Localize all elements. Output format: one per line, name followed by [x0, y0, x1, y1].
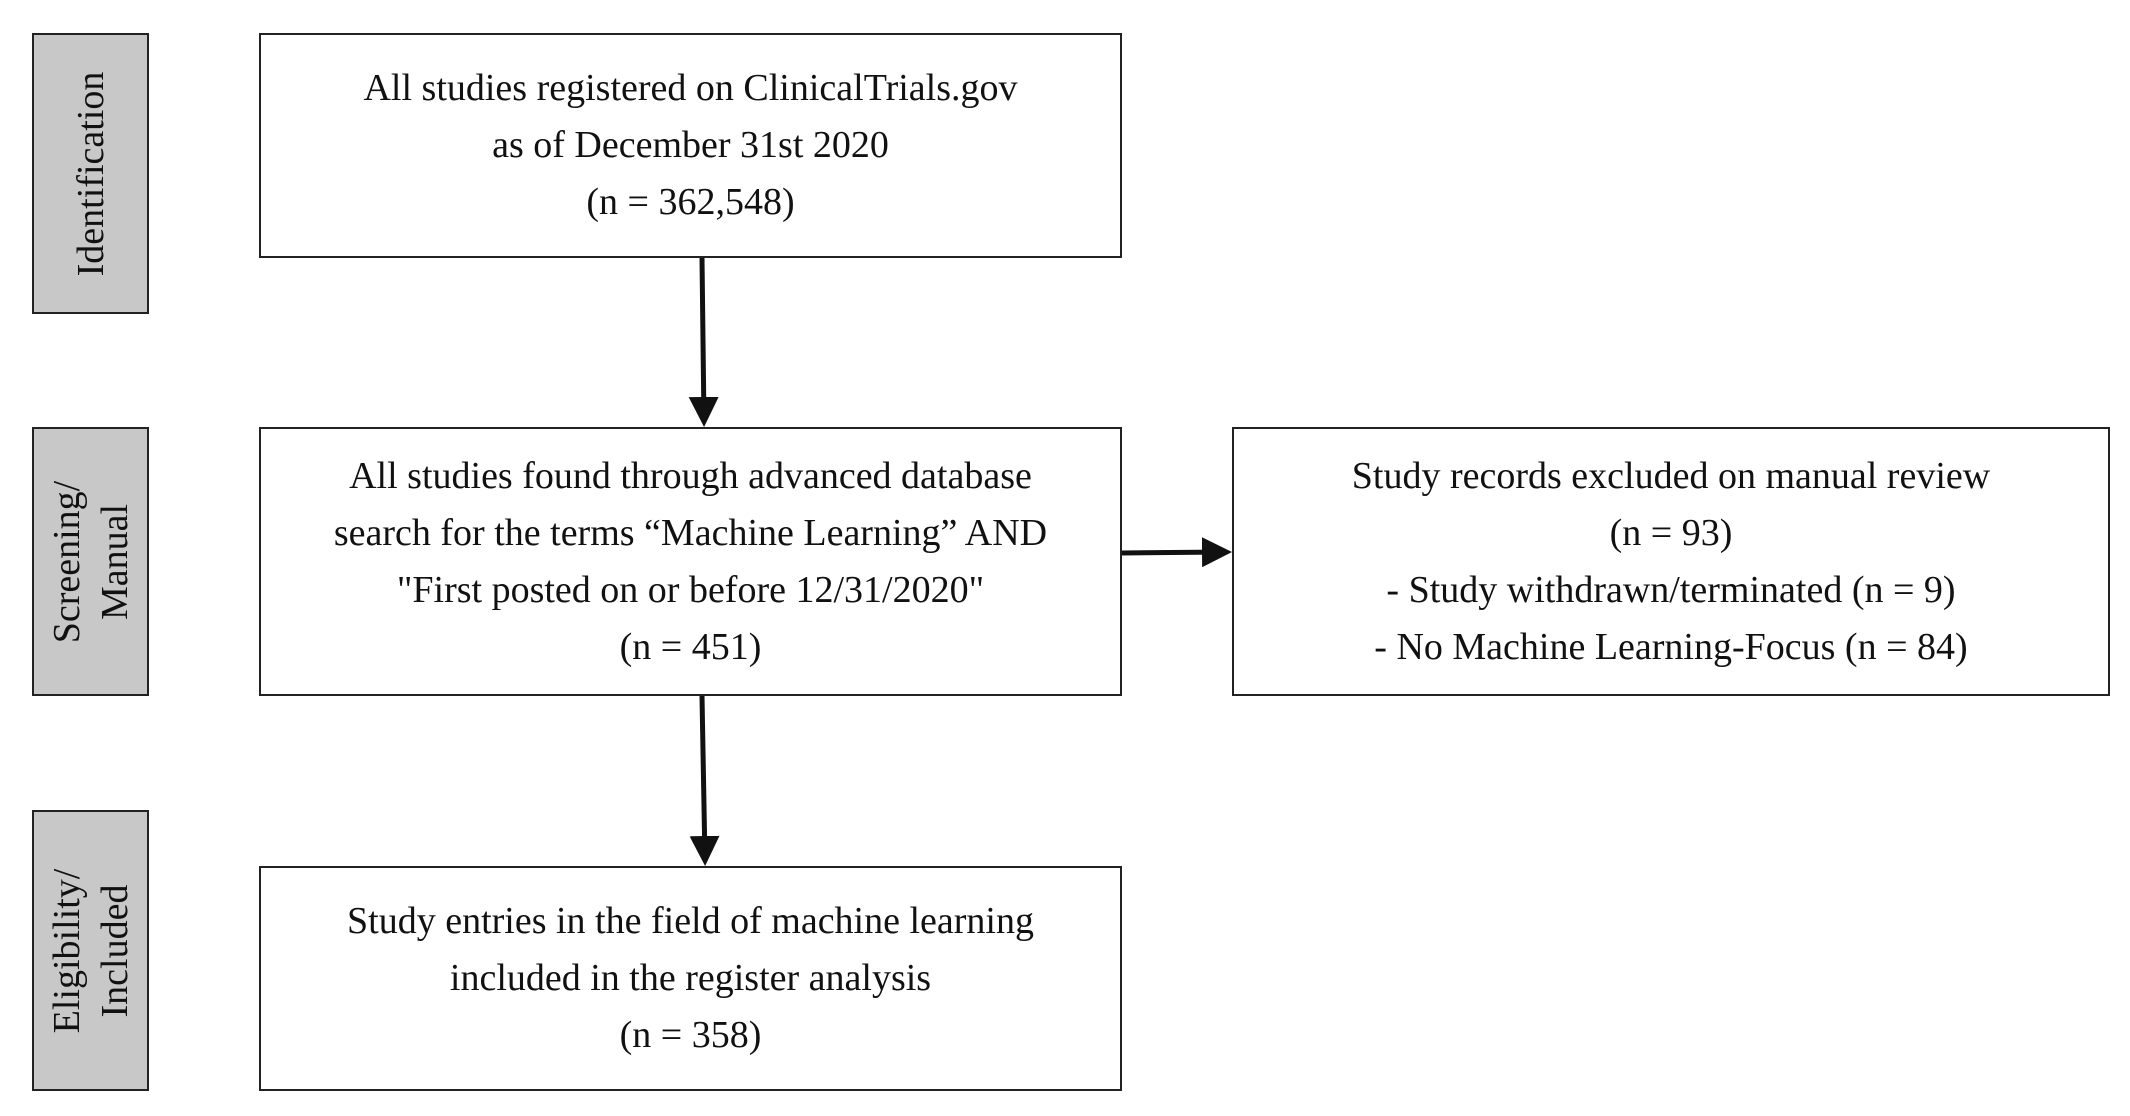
excluded-box: Study records excluded on manual review …	[1232, 427, 2110, 696]
arrow-screening-to-included	[689, 695, 720, 866]
identification-count: (n = 362,548)	[586, 181, 795, 223]
screening-line3: "First posted on or before 12/31/2020"	[396, 568, 985, 611]
included-line1: Study entries in the field of machine le…	[347, 900, 1034, 942]
excluded-reason2: - No Machine Learning-Focus (n = 84)	[1374, 625, 1968, 668]
stage-label-eligibility: Eligibility/ Included	[32, 810, 149, 1091]
identification-line2: as of December 31st 2020	[492, 124, 889, 166]
included-line2: included in the register analysis	[449, 957, 932, 999]
arrow-screening-to-excluded	[1121, 537, 1232, 568]
stage-label-screening: Screening/ Manual	[32, 427, 149, 696]
excluded-line1: Study records excluded on manual review	[1351, 454, 1991, 497]
screening-box: All studies found through advanced datab…	[259, 427, 1122, 696]
included-count: (n = 358)	[619, 1014, 762, 1056]
excluded-count: (n = 93)	[1609, 511, 1733, 554]
identification-box: All studies registered on ClinicalTrials…	[259, 33, 1122, 258]
included-box: Study entries in the field of machine le…	[259, 866, 1122, 1091]
excluded-reason1: - Study withdrawn/terminated (n = 9)	[1386, 568, 1956, 611]
screening-line2: search for the terms “Machine Learning” …	[333, 511, 1048, 554]
identification-line1: All studies registered on ClinicalTrials…	[363, 67, 1018, 109]
screening-count: (n = 451)	[619, 625, 762, 668]
screening-line1: All studies found through advanced datab…	[349, 454, 1032, 497]
stage-label-identification: Identification	[32, 33, 149, 314]
arrow-identification-to-screening	[688, 257, 719, 427]
